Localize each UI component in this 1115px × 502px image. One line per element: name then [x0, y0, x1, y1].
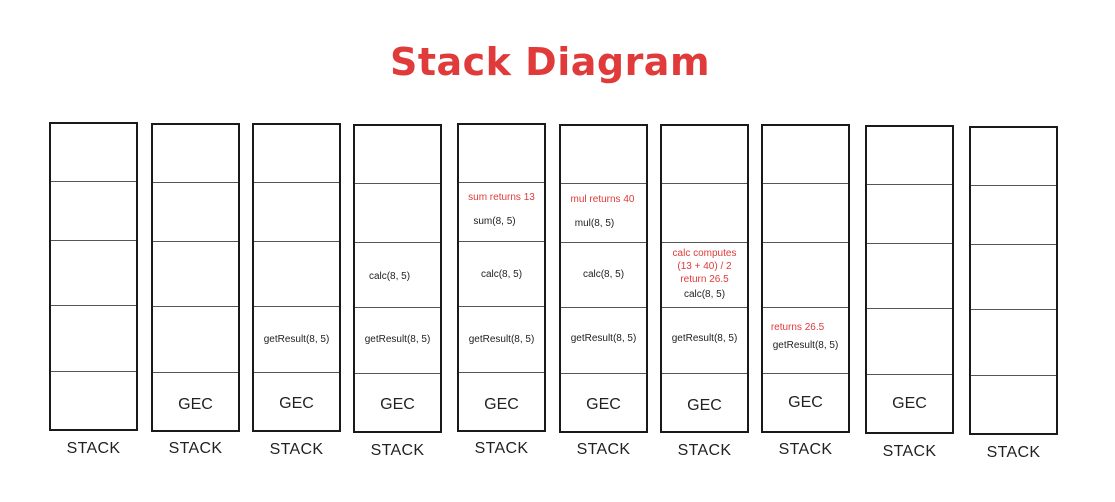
- stack-frame: sum returns 13 sum(8, 5) calc(8, 5) getR…: [457, 123, 546, 432]
- stack-7: calc computes (13 + 40) / 2 return 26.5 …: [660, 124, 749, 464]
- gec-frame: GEC: [687, 397, 722, 414]
- sum-return-note: sum returns 13: [468, 192, 535, 203]
- calc-frame: calc(8, 5): [683, 289, 726, 300]
- stack-6: mul returns 40 mul(8, 5) calc(8, 5) getR…: [559, 124, 648, 464]
- stack-2: GEC STACK: [151, 123, 240, 463]
- gec-frame: GEC: [586, 396, 621, 413]
- gec-frame: GEC: [380, 396, 415, 413]
- stack-frame: [969, 126, 1058, 435]
- diagram-title: Stack Diagram: [389, 40, 711, 84]
- mul-return-note: mul returns 40: [570, 194, 635, 205]
- getresult-frame: getResult(8, 5): [364, 334, 431, 345]
- getresult-frame: getResult(8, 5): [772, 340, 839, 351]
- stack-4: calc(8, 5) getResult(8, 5) GEC STACK: [353, 124, 442, 464]
- stack-frame: GEC: [865, 125, 954, 434]
- stack-9: GEC STACK: [865, 125, 954, 465]
- sum-frame: sum(8, 5): [473, 216, 516, 227]
- stack-frame: returns 26.5 getResult(8, 5) GEC: [761, 124, 850, 433]
- calc-frame: calc(8, 5): [582, 269, 625, 280]
- stack-frame: GEC: [151, 123, 240, 432]
- calc-frame: calc(8, 5): [368, 271, 411, 282]
- calc-compute-note-line-3: return 26.5: [680, 274, 729, 285]
- stack-label: STACK: [474, 440, 529, 457]
- stack-10: STACK: [969, 126, 1058, 466]
- calc-compute-note-line-2: (13 + 40) / 2: [677, 261, 732, 272]
- gec-frame: GEC: [279, 395, 314, 412]
- mul-frame: mul(8, 5): [574, 218, 615, 229]
- stack-label: STACK: [168, 440, 223, 457]
- stack-frame: getResult(8, 5) GEC: [252, 123, 341, 432]
- getresult-frame: getResult(8, 5): [570, 333, 637, 344]
- getresult-frame: getResult(8, 5): [263, 334, 330, 345]
- getresult-frame: getResult(8, 5): [468, 334, 535, 345]
- gec-frame: GEC: [892, 395, 927, 412]
- stack-label: STACK: [882, 443, 937, 460]
- getresult-frame: getResult(8, 5): [671, 333, 738, 344]
- stack-label: STACK: [66, 440, 121, 457]
- stack-frame: calc computes (13 + 40) / 2 return 26.5 …: [660, 124, 749, 433]
- stack-3: getResult(8, 5) GEC STACK: [252, 123, 341, 463]
- stack-label: STACK: [677, 442, 732, 459]
- gec-frame: GEC: [178, 396, 213, 413]
- calc-compute-note-line-1: calc computes: [672, 248, 737, 259]
- stack-label: STACK: [576, 441, 631, 458]
- stack-label: STACK: [269, 441, 324, 458]
- stack-label: STACK: [778, 441, 833, 458]
- stack-5: sum returns 13 sum(8, 5) calc(8, 5) getR…: [457, 123, 546, 463]
- gec-frame: GEC: [788, 394, 823, 411]
- stack-8: returns 26.5 getResult(8, 5) GEC STACK: [761, 124, 850, 464]
- gec-frame: GEC: [484, 396, 519, 413]
- stack-1: STACK: [49, 122, 138, 462]
- getresult-return-note: returns 26.5: [770, 322, 825, 333]
- stack-frame: mul returns 40 mul(8, 5) calc(8, 5) getR…: [559, 124, 648, 433]
- stack-frame: [49, 122, 138, 431]
- stack-label: STACK: [986, 444, 1041, 461]
- calc-frame: calc(8, 5): [480, 269, 523, 280]
- stack-label: STACK: [370, 442, 425, 459]
- stack-frame: calc(8, 5) getResult(8, 5) GEC: [353, 124, 442, 433]
